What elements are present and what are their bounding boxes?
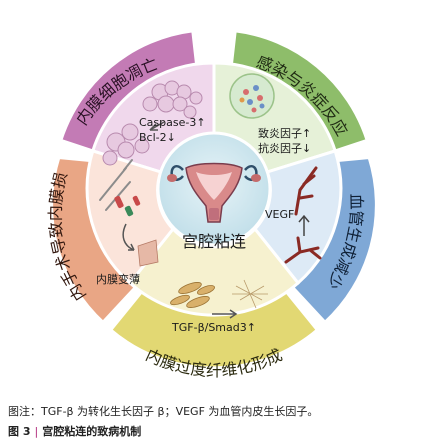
- figure-title: 宫腔粘连的致病机制: [42, 425, 142, 438]
- vegf-down-arrow-icon: [298, 214, 310, 236]
- injury-arrow-icon: [122, 223, 135, 251]
- fibroblast-icon: [170, 282, 215, 308]
- figure-title-line: 图 3|宫腔粘连的致病机制: [8, 423, 141, 439]
- collagen-fibers-icon: [232, 279, 268, 309]
- proinflammatory-label: 致炎因子↑: [258, 126, 311, 140]
- tissue-fragments-icon: [114, 195, 141, 217]
- figure-separator: |: [34, 425, 39, 438]
- mechanism-diagram: 宫腔粘连 内膜细胞凋亡 感染与炎症反应 血管生成减少 内膜过度纤维化形成 宫内手…: [0, 0, 379, 380]
- vegf-label: VEGF: [265, 208, 294, 221]
- tgf-label: TGF-β/Smad3↑: [171, 321, 256, 334]
- inflammation-cell-icon: [229, 73, 275, 119]
- fibrosis-arrow-icon: [212, 309, 238, 319]
- blood-vessel-icon: [284, 166, 322, 264]
- figure-note: 图注：TGF-β 为转化生长因子 β；VEGF 为血管内皮生长因子。: [8, 405, 319, 418]
- thin-endometrium-icon: [137, 239, 159, 267]
- bcl2-label: Bcl-2↓: [139, 131, 176, 144]
- antiinflammatory-label: 抗炎因子↓: [258, 141, 311, 155]
- inner-fibrosis: [127, 226, 301, 317]
- caspase-label: Caspase-3↑: [139, 116, 206, 129]
- thinning-label: 内膜变薄: [96, 272, 140, 286]
- apoptotic-cells-icon: [102, 80, 203, 166]
- uterus-icon: [167, 162, 261, 223]
- figure-number: 图 3: [8, 425, 31, 438]
- center-label: 宫腔粘连: [182, 232, 246, 251]
